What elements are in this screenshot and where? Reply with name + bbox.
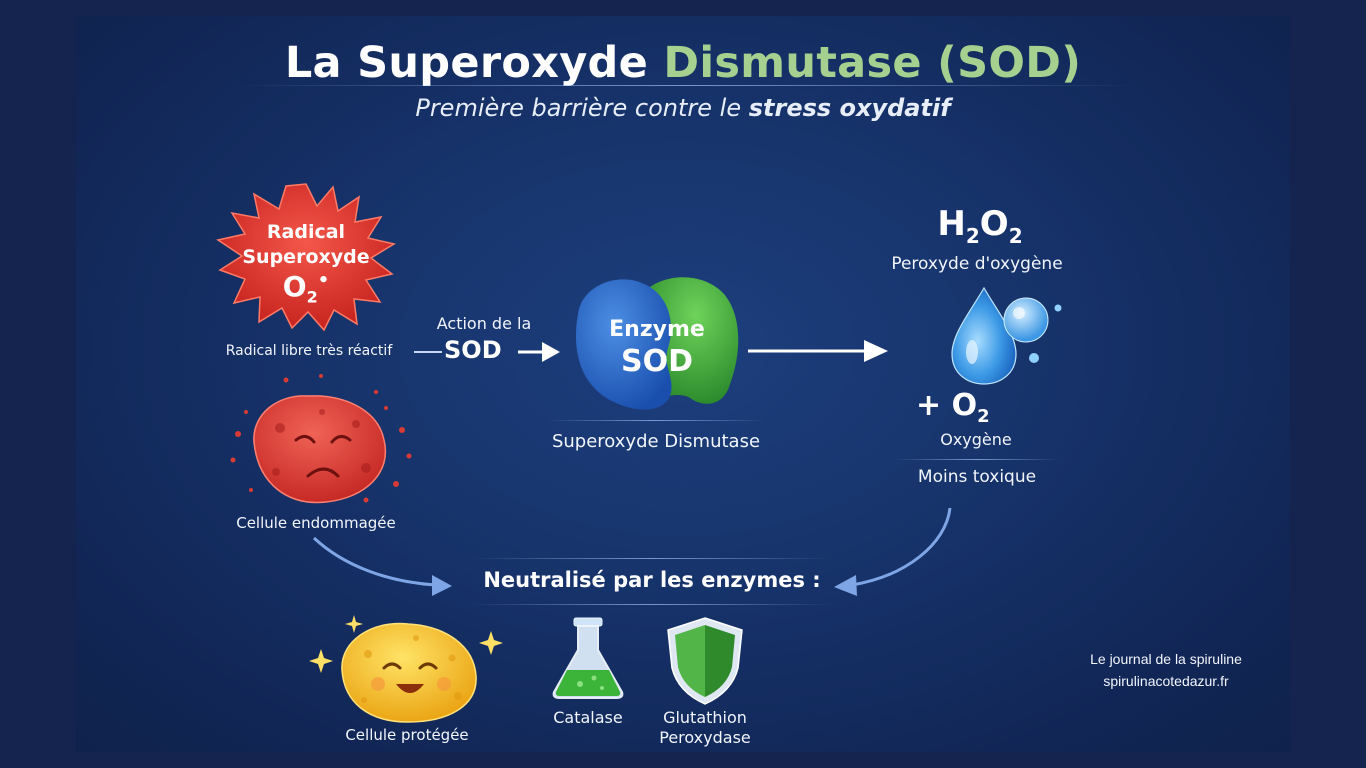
o2-note: Moins toxique [917,467,1037,487]
left-curved-arrow [312,536,437,587]
enzyme-sod-icon [575,277,739,410]
credit-line1: Le journal de la spiruline [1090,651,1242,667]
o2-plus: + O [916,388,978,423]
subtitle-normal: Première barrière contre le [415,94,749,122]
right-curved-arrow [851,507,952,587]
o2-divider [894,459,1060,460]
water-drop-icon [951,286,1062,385]
subtitle: Première barrière contre le stress oxyda… [76,94,1290,122]
enzyme-caption: Superoxyde Dismutase [551,431,761,452]
neutralized-label: Neutralisé par les enzymes : [483,568,821,592]
h2o2-formula: H2O2 [920,204,1040,248]
h2o2-o: O [979,204,1009,244]
neutralized-divider-top [472,558,832,559]
o2-formula: + O2 [916,388,1016,427]
page-title: La Superoxyde Dismutase (SOD) [76,38,1290,88]
action-line1: Action de la [436,314,532,333]
radical-title: Radical Superoxyde [226,220,386,270]
enzyme-divider [546,420,766,421]
radical-formula-o: O [282,270,307,303]
neutralized-divider-bottom [472,604,832,605]
action-arrow-icon [414,342,560,362]
reaction-arrow-icon [748,340,888,362]
o2-label: Oxygène [940,430,1012,449]
enzyme-line1: Enzyme [609,317,705,342]
title-accent: Dismutase (SOD) [663,38,1082,88]
glutathion-line1: Glutathion [663,708,747,727]
glutathion-label: Glutathion Peroxydase [642,708,768,748]
enzyme-label: Enzyme SOD [592,314,722,378]
protected-cell-caption: Cellule protégée [345,726,469,744]
damaged-cell-caption: Cellule endommagée [236,514,396,532]
title-part1: La Superoxyde [284,38,664,88]
shield-icon [667,617,743,705]
o2-sub: 2 [977,406,990,427]
flow-arrows [312,507,952,596]
radical-line2: Superoxyde [242,246,370,268]
right-arrowhead-icon [834,575,857,596]
credit-line2: spirulinacotedazur.fr [1103,673,1229,689]
protected-cell-icon [309,615,503,723]
h2o2-sub1: 2 [965,223,980,248]
infographic-panel: La Superoxyde Dismutase (SOD) Première b… [76,16,1290,752]
subtitle-bold: stress oxydatif [748,94,951,122]
left-arrowhead-icon [432,575,452,596]
credit: Le journal de la spiruline spirulinacote… [1066,648,1266,692]
h2o2-h: H [937,204,966,244]
radical-caption: Radical libre très réactif [225,343,393,359]
h2o2-sub2: 2 [1008,223,1023,248]
radical-formula: O2• [276,270,336,307]
radical-dot: • [317,270,330,291]
radical-burst-icon [216,183,396,332]
enzyme-line2: SOD [620,344,693,379]
flask-icon [552,617,624,699]
radical-line1: Radical [266,221,346,243]
glutathion-line2: Peroxydase [659,728,751,747]
catalase-label: Catalase [553,708,623,727]
radical-formula-sub: 2 [306,287,318,307]
damaged-cell-icon [230,374,412,504]
action-sod: SOD [444,336,502,364]
title-divider [236,85,1136,86]
h2o2-label: Peroxyde d'oxygène [891,254,1063,274]
